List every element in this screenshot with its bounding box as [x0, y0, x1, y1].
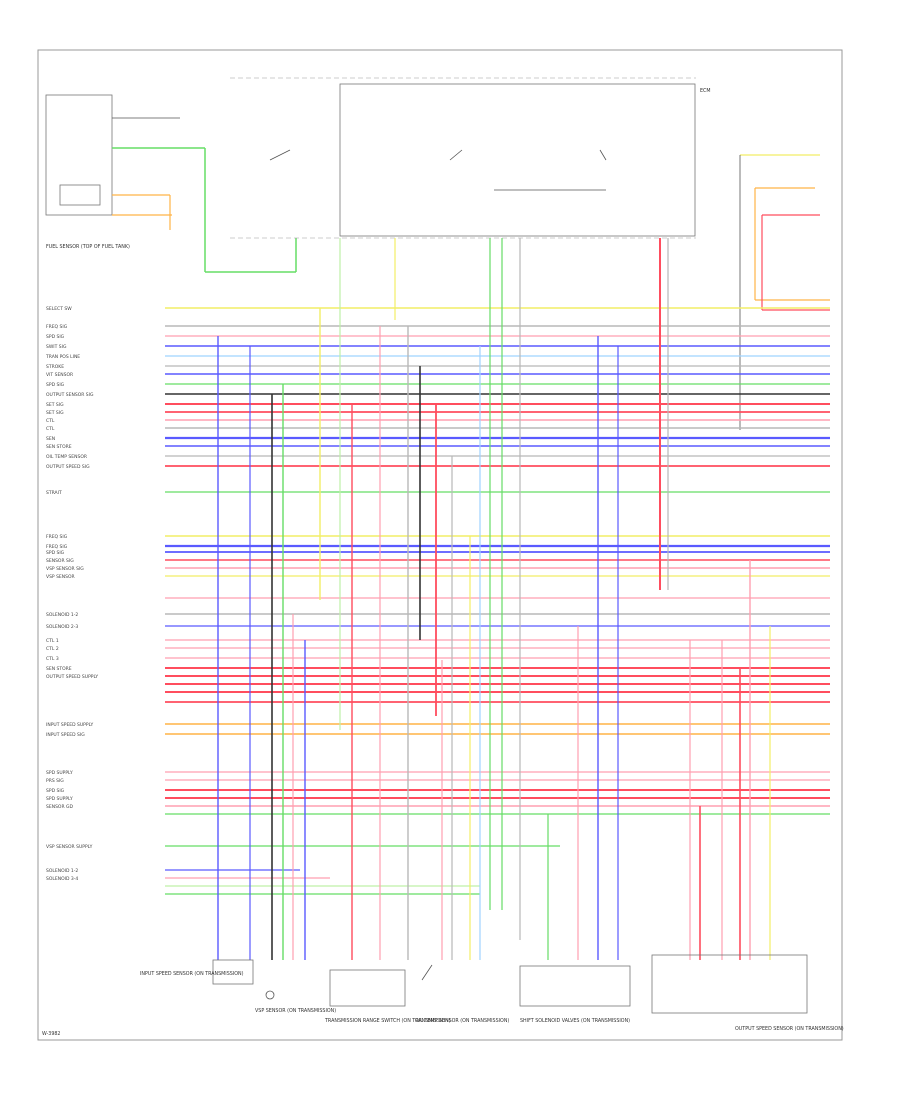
bottom-component-1: INPUT SPEED SENSOR (ON TRANSMISSION)	[140, 959, 254, 985]
connector-pin-label: STRAIT	[46, 490, 62, 496]
connector-pin-label: OIL TEMP SENSOR	[46, 454, 87, 460]
right-top-component	[739, 154, 830, 430]
connector-pin-label: SEN STORE	[46, 444, 72, 450]
connector-pin-label: OUTPUT SPEED SUPPLY	[46, 674, 98, 680]
connector-pin-label: SET SIG	[46, 402, 64, 408]
connector-pin-label: SEN	[46, 436, 55, 442]
connector-pin-label: SPD SUPPLY	[46, 796, 73, 802]
connector-pin-label: SENSOR GD	[46, 804, 74, 810]
connector-pin-label: SOLENOID 1-2	[46, 868, 78, 874]
connector-pin-label: CTL	[46, 426, 55, 432]
connector-pin-label: SOLENOID 1-2	[46, 612, 78, 618]
connector-pin-label: SENSOR SIG	[46, 558, 74, 564]
connector-pin-label: VSP SENSOR SUPPLY	[46, 844, 93, 850]
connector-pin-label: STROKE	[46, 364, 64, 370]
connector-pin-label: CTL 3	[46, 656, 59, 662]
connector-pin-label: SPD SIG	[46, 788, 65, 794]
connector-pin-label: SET SIG	[46, 410, 64, 416]
connector-pin-label: SELECT SW	[46, 306, 72, 312]
bottom-component-5: SHIFT SOLENOID VALVES (ON TRANSMISSION)	[519, 965, 631, 1024]
connector-pin-label: SOLENOID 3-4	[46, 876, 78, 882]
connector-pin-label: SEN STORE	[46, 666, 72, 672]
connector-pin-label: TRAN POS LINE	[45, 354, 80, 360]
connector-pin-label: SPD SUPPLY	[46, 770, 73, 776]
connector-pin-label: VIT SENSOR	[46, 372, 73, 378]
diagram-code: W-3982	[42, 1031, 61, 1037]
connector-pin-label: SPD SIG	[46, 550, 65, 556]
connector-pin-label: PRS SIG	[46, 778, 64, 784]
bottom-component-label: SHIFT SOLENOID VALVES (ON TRANSMISSION)	[520, 1018, 630, 1024]
connector-pin-label: CTL 1	[46, 638, 59, 644]
connector-pin-label: SPD SIG	[46, 382, 65, 388]
bottom-component-label: OUTPUT SPEED SENSOR (ON TRANSMISSION)	[735, 1026, 844, 1032]
bottom-component-label: OIL TEMP SENSOR (ON TRANSMISSION)	[415, 1018, 509, 1024]
connector-pin-label: INPUT SPEED SIG	[46, 732, 85, 738]
diagram-frame	[37, 49, 843, 1041]
bottom-component-label: VSP SENSOR (ON TRANSMISSION)	[255, 1008, 336, 1014]
connector-pin-label: CTL 2	[46, 646, 59, 652]
connector-pin-label: SWIT SIG	[46, 344, 67, 350]
connector-pin-label: OUTPUT SPEED SIG	[46, 464, 90, 470]
ecm-label: ECM	[700, 88, 711, 94]
connector-pin-label: INPUT SPEED SUPPLY	[46, 722, 94, 728]
fuel-sensor-label: FUEL SENSOR (TOP OF FUEL TANK)	[46, 244, 130, 250]
connector-pin-label: SOLENOID 2-3	[46, 624, 78, 630]
connector-pin-label: SPD SIG	[46, 334, 65, 340]
connector-pin-label: OUTPUT SENSOR SIG	[46, 392, 94, 398]
vertical-wire-bundle	[217, 238, 771, 960]
connector-pin-label: VSP SENSOR SIG	[46, 566, 84, 572]
bottom-component-label: TRANSMISSION RANGE SWITCH (ON TRANSMISSI…	[324, 1018, 451, 1024]
connector-pin-label: FREQ SIG	[46, 544, 68, 550]
fuel-sensor-component: FUEL SENSOR (TOP OF FUEL TANK)	[45, 94, 297, 273]
bottom-component-label: INPUT SPEED SENSOR (ON TRANSMISSION)	[140, 971, 244, 977]
bottom-component-3: TRANSMISSION RANGE SWITCH (ON TRANSMISSI…	[324, 969, 451, 1024]
bottom-component-2: VSP SENSOR (ON TRANSMISSION)	[255, 990, 336, 1014]
connector-pin-label: FREQ SIG	[46, 534, 68, 540]
bottom-component-6: OUTPUT SPEED SENSOR (ON TRANSMISSION)	[651, 954, 844, 1032]
bottom-component-4: OIL TEMP SENSOR (ON TRANSMISSION)	[415, 964, 509, 1024]
connector-pin-label: CTL	[46, 418, 55, 424]
ecm-top-box: ECM	[230, 77, 711, 239]
connector-pin-label: VSP SENSOR	[46, 574, 75, 580]
connector-pin-label: FREQ SIG	[46, 324, 68, 330]
horizontal-wire-bundle	[165, 307, 830, 895]
